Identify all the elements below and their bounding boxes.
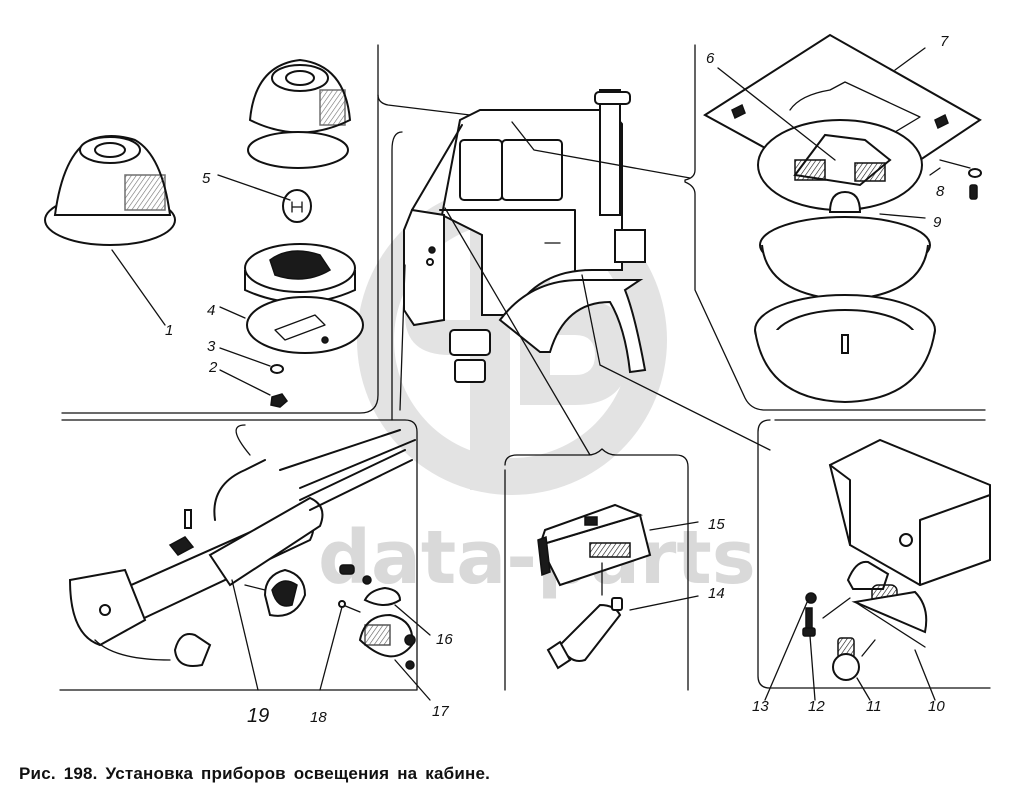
callout-8: 8 (936, 183, 945, 200)
part-3-washer (270, 364, 284, 374)
part-1-lamp-housing (44, 135, 176, 246)
panel-step-lamp (764, 438, 991, 701)
callout-15: 15 (708, 516, 725, 533)
callout-16: 16 (436, 631, 453, 648)
callout-3: 3 (207, 338, 216, 355)
panel-ceiling-lamp (703, 33, 982, 404)
part-10-lens (851, 590, 928, 634)
part-11-bulb (832, 637, 860, 681)
part-12-bolt (802, 607, 816, 637)
callout-10: 10 (928, 698, 945, 715)
part-16-bracket (363, 586, 402, 606)
panel-inspection-lamp (68, 424, 431, 701)
panel-frames (59, 44, 991, 691)
callout-19: 19 (247, 705, 269, 727)
callout-18: 18 (310, 709, 327, 726)
callout-2: 2 (208, 359, 218, 376)
parts-diagram: data-parts (44, 33, 991, 727)
callout-1: 1 (165, 322, 173, 339)
watermark-text: data-parts (318, 515, 756, 601)
panel-instrument-lamp (537, 503, 699, 670)
figure-caption: Рис. 198. Установка приборов освещения н… (19, 764, 491, 783)
callout-17: 17 (432, 703, 449, 720)
callout-4: 4 (207, 302, 215, 319)
callout-14: 14 (708, 585, 725, 602)
panel-marker-lamp (44, 58, 364, 408)
callout-5: 5 (202, 170, 211, 187)
part-2-nut (270, 393, 289, 408)
panel-cab-overview (399, 89, 771, 456)
callout-12: 12 (808, 698, 825, 715)
callout-7: 7 (940, 33, 949, 50)
part-lamp-base (244, 243, 356, 304)
part-18-screw (342, 604, 361, 613)
callout-11: 11 (866, 698, 882, 715)
part-8-screw (969, 184, 978, 200)
part-5-lens-assembly (247, 58, 352, 223)
callout-labels: 1 2 3 4 5 6 7 8 9 10 11 12 13 14 15 16 1… (165, 33, 949, 727)
part-4-gasket (246, 296, 364, 354)
part-8-wire-terminal (939, 159, 971, 169)
part-14-bulb (558, 603, 622, 662)
part-13-washer (805, 592, 817, 604)
part-9-clip (828, 190, 862, 213)
callout-13: 13 (752, 698, 769, 715)
callout-6: 6 (706, 50, 715, 67)
callout-9: 9 (933, 214, 942, 231)
